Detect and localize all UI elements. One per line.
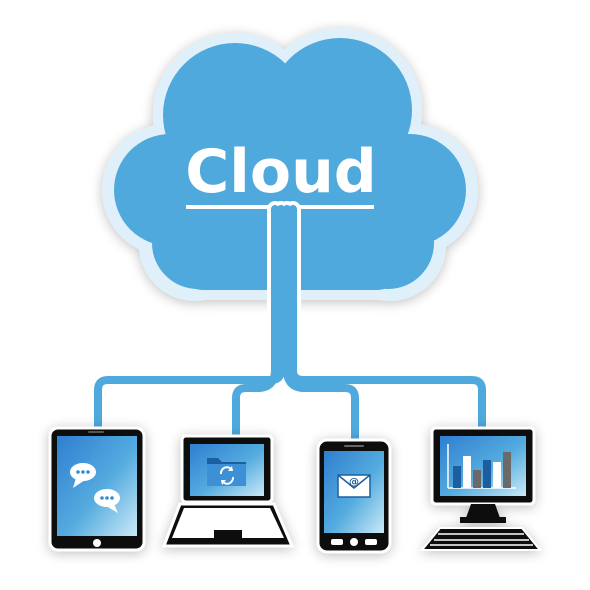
- connector-tablet: [94, 205, 285, 436]
- connector-lines: [90, 201, 490, 450]
- smartphone-device: @: [316, 438, 392, 554]
- laptop-device: [161, 434, 295, 548]
- laptop-touchpad: [214, 530, 242, 538]
- smartphone-buttons: [331, 538, 377, 546]
- desktop-monitor-device: [419, 426, 543, 551]
- chat-bubbles-icon: [70, 463, 120, 513]
- connector-smartphone: [283, 205, 359, 446]
- email-envelope-icon: @: [337, 474, 371, 498]
- email-at-symbol: @: [349, 477, 359, 488]
- connector-laptop: [232, 205, 279, 444]
- cloud-title: Cloud: [185, 137, 376, 207]
- tablet-home-button: [93, 539, 101, 547]
- keyboard-keys: [430, 533, 533, 546]
- sync-folder-icon: [207, 458, 246, 486]
- connector-monitor: [289, 205, 486, 434]
- bar-chart-icon: [447, 444, 516, 489]
- tablet-device: [48, 426, 146, 552]
- tablet-screen: [57, 436, 137, 536]
- monitor-stand: [466, 504, 500, 518]
- monitor-keyboard: [419, 527, 543, 551]
